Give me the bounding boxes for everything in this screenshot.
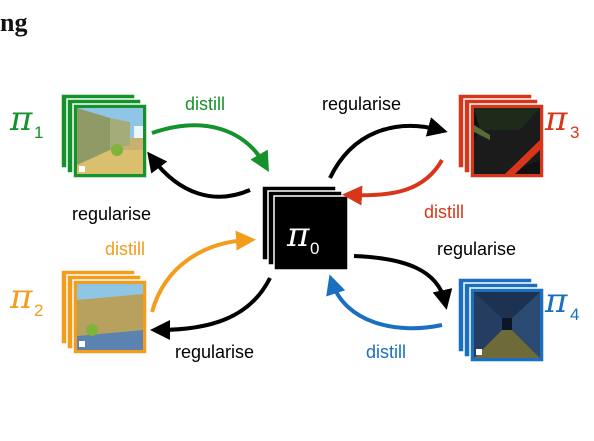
task-2-maze-thumbnail	[77, 284, 143, 350]
label-regularise-1: regularise	[72, 204, 151, 224]
svg-text:π: π	[9, 99, 33, 139]
arrow-regularise-3	[328, 117, 448, 179]
label-regularise-3: regularise	[322, 94, 401, 114]
arrow-distill-2	[150, 230, 256, 313]
label-regularise-4: regularise	[437, 239, 516, 259]
task-2-stack	[60, 269, 148, 355]
central-policy-stack: π 0	[261, 185, 349, 271]
task-4-stack	[457, 277, 545, 363]
svg-text:π: π	[9, 277, 33, 317]
task-1-stack	[60, 93, 148, 179]
svg-text:1: 1	[34, 123, 43, 142]
partial-heading: ng	[0, 8, 28, 37]
task-4-maze-thumbnail	[474, 292, 540, 358]
svg-text:2: 2	[34, 301, 43, 320]
task-3-maze-thumbnail	[474, 108, 540, 174]
label-distill-3: distill	[424, 202, 464, 222]
arrow-regularise-4	[353, 254, 453, 310]
label-distill-4: distill	[366, 342, 406, 362]
arrow-regularise-1	[147, 151, 251, 199]
task-1-maze-thumbnail	[77, 108, 143, 174]
policy-pi3-label: π 3	[544, 99, 579, 142]
svg-text:4: 4	[570, 305, 579, 324]
label-regularise-2: regularise	[175, 342, 254, 362]
svg-text:π: π	[544, 281, 568, 321]
label-distill-1: distill	[185, 94, 225, 114]
policy-pi2-label: π 2	[9, 277, 43, 320]
svg-text:π: π	[544, 99, 568, 139]
policy-pi4-label: π 4	[544, 281, 579, 324]
svg-text:3: 3	[570, 123, 579, 142]
arrow-regularise-2	[150, 277, 272, 340]
label-distill-2: distill	[105, 239, 145, 259]
arrow-distill-1	[151, 123, 269, 172]
arrow-distill-3	[342, 158, 444, 206]
task-3-stack	[457, 93, 545, 179]
arrow-distill-4	[326, 274, 443, 331]
central-pi0-sub: 0	[310, 239, 319, 258]
policy-pi1-label: π 1	[9, 99, 43, 142]
central-pi0-symbol: π	[286, 215, 310, 255]
